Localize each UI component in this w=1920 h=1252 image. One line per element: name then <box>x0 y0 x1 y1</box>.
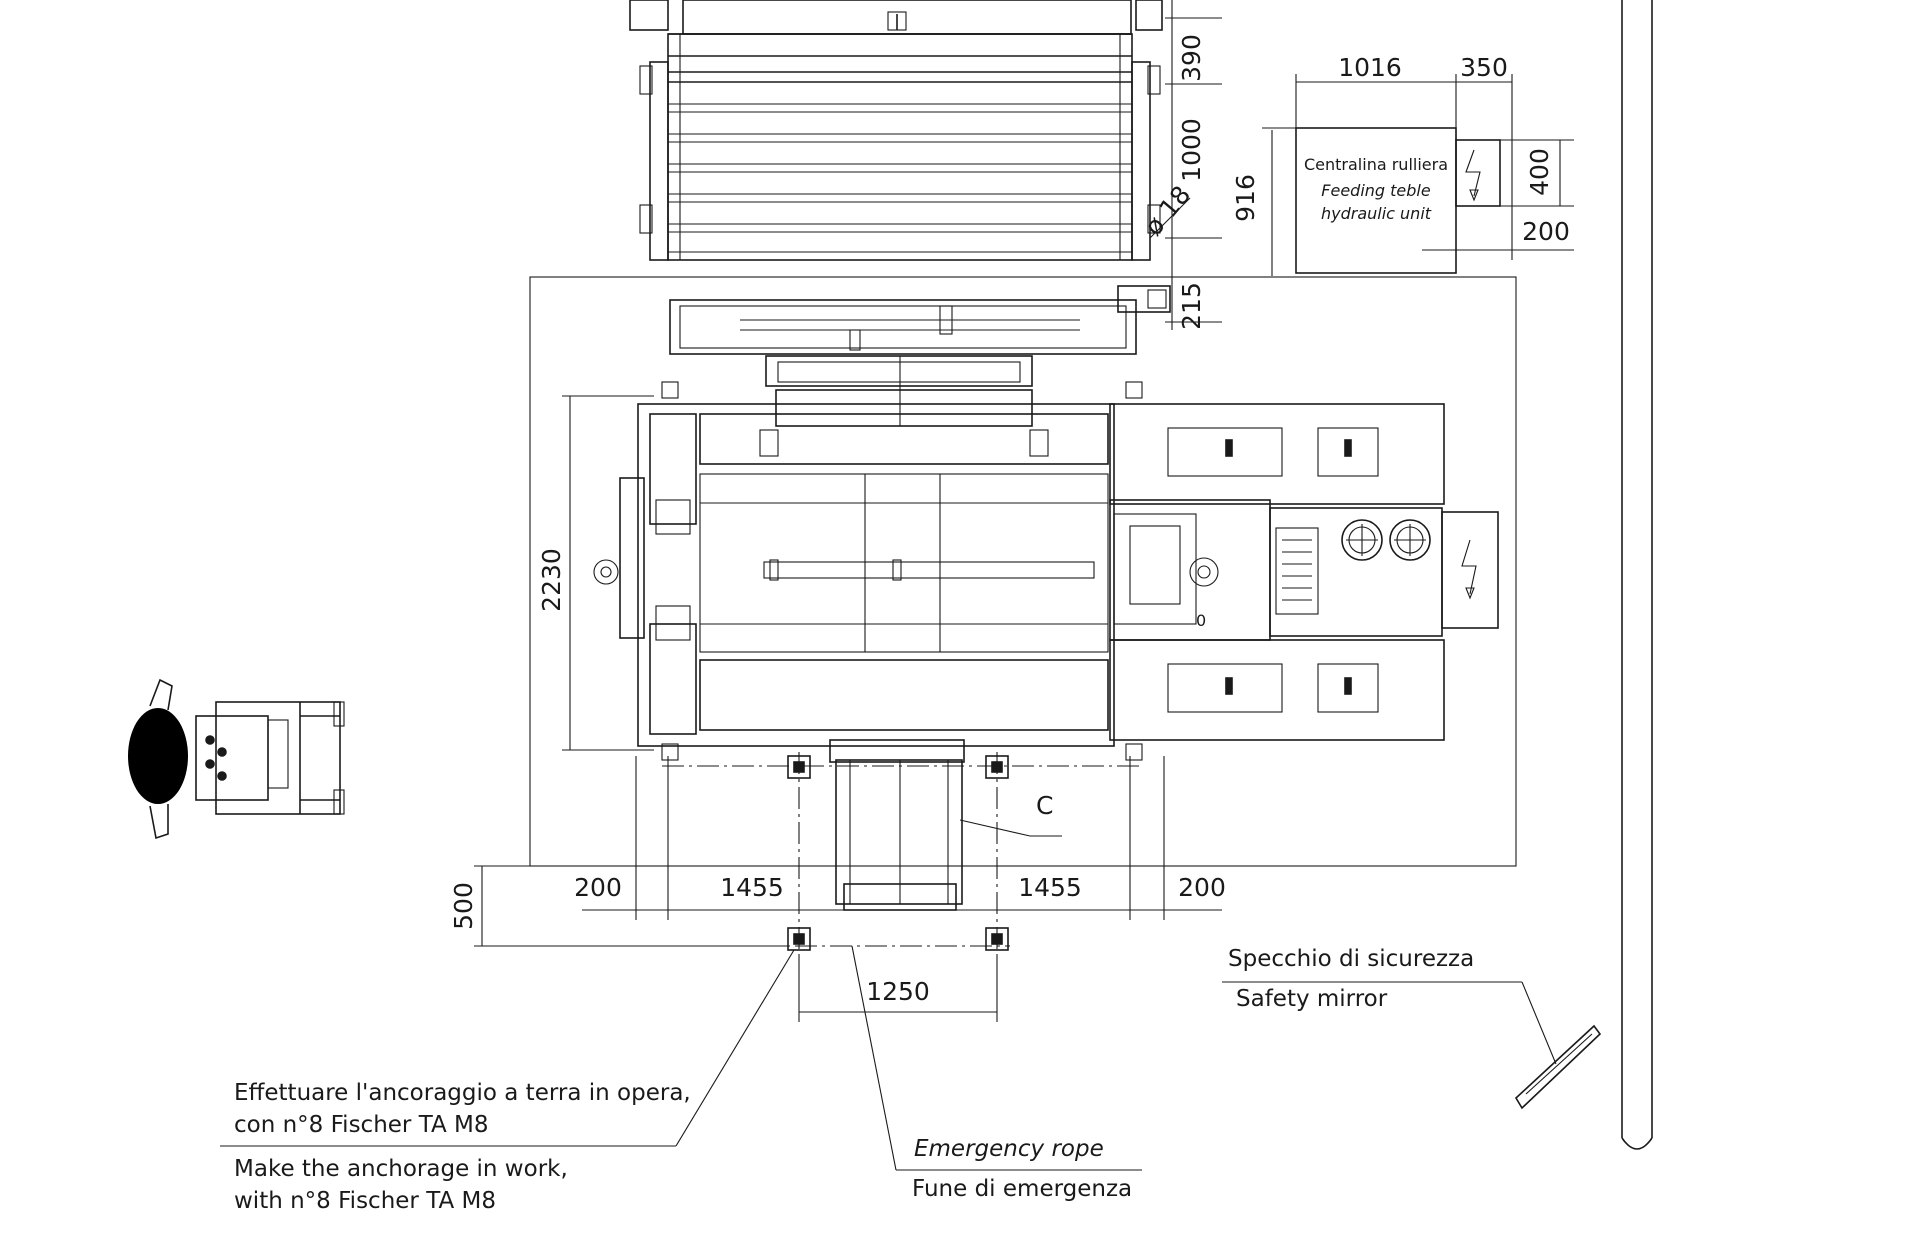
dim-200-unit: 200 <box>1522 217 1570 246</box>
label-c: C <box>1036 791 1053 820</box>
electrical-section: 0 <box>1109 403 1499 741</box>
dim-2230: 2230 <box>537 548 566 612</box>
dim-1016: 1016 <box>1338 53 1402 82</box>
dim-500: 500 <box>449 882 478 930</box>
hydraulic-unit-label-it: Centralina rulliera <box>1304 155 1448 174</box>
dim-916: 916 <box>1231 174 1260 222</box>
dim-1455-left: 1455 <box>720 873 784 902</box>
dim-390: 390 <box>1177 34 1206 82</box>
dim-215: 215 <box>1177 282 1206 330</box>
feeding-roller-table <box>629 0 1163 261</box>
dim-1250: 1250 <box>866 977 930 1006</box>
hydraulic-unit-label-en-1: Feeding teble <box>1321 181 1431 200</box>
upper-carriage <box>669 285 1171 427</box>
dim-400: 400 <box>1525 148 1554 196</box>
dim-200-right: 200 <box>1178 873 1226 902</box>
safety-mirror <box>1514 1024 1602 1110</box>
leader-lines <box>220 945 1557 1171</box>
dim-1000: 1000 <box>1177 118 1206 182</box>
note-anchorage-it-1: Effettuare l'ancoraggio a terra in opera… <box>234 1080 691 1106</box>
hydraulic-unit: Centralina rulliera Feeding teble hydrau… <box>1295 127 1501 274</box>
note-emergency-rope-en: Emergency rope <box>914 1136 1104 1162</box>
fan-icon <box>1341 519 1383 561</box>
note-safety-mirror-en: Safety mirror <box>1236 986 1388 1012</box>
label-zero: 0 <box>1196 611 1206 630</box>
note-anchorage-en-1: Make the anchorage in work, <box>234 1156 568 1182</box>
dim-1455-right: 1455 <box>1018 873 1082 902</box>
dim-350: 350 <box>1460 53 1508 82</box>
dim-diameter-18: ø 18 <box>1139 180 1197 241</box>
wall-pole <box>1621 0 1653 1150</box>
note-anchorage-it-2: con n°8 Fischer TA M8 <box>234 1112 488 1138</box>
anchor-bolts <box>787 755 1009 951</box>
hydraulic-unit-label-en-2: hydraulic unit <box>1321 204 1432 223</box>
note-anchorage-en-2: with n°8 Fischer TA M8 <box>234 1188 496 1214</box>
machine-footprint <box>529 276 1517 867</box>
fan-icon <box>1389 519 1431 561</box>
output-chute <box>829 739 965 911</box>
dimension-lines <box>474 0 1574 1022</box>
main-machine-body <box>593 381 1143 761</box>
note-emergency-rope-it: Fune di emergenza <box>912 1176 1132 1202</box>
operator-icon <box>128 678 345 840</box>
electric-hazard-icon <box>1465 149 1481 197</box>
dim-200-left: 200 <box>574 873 622 902</box>
electric-hazard-icon <box>1461 539 1477 595</box>
note-safety-mirror-it: Specchio di sicurezza <box>1228 946 1474 972</box>
